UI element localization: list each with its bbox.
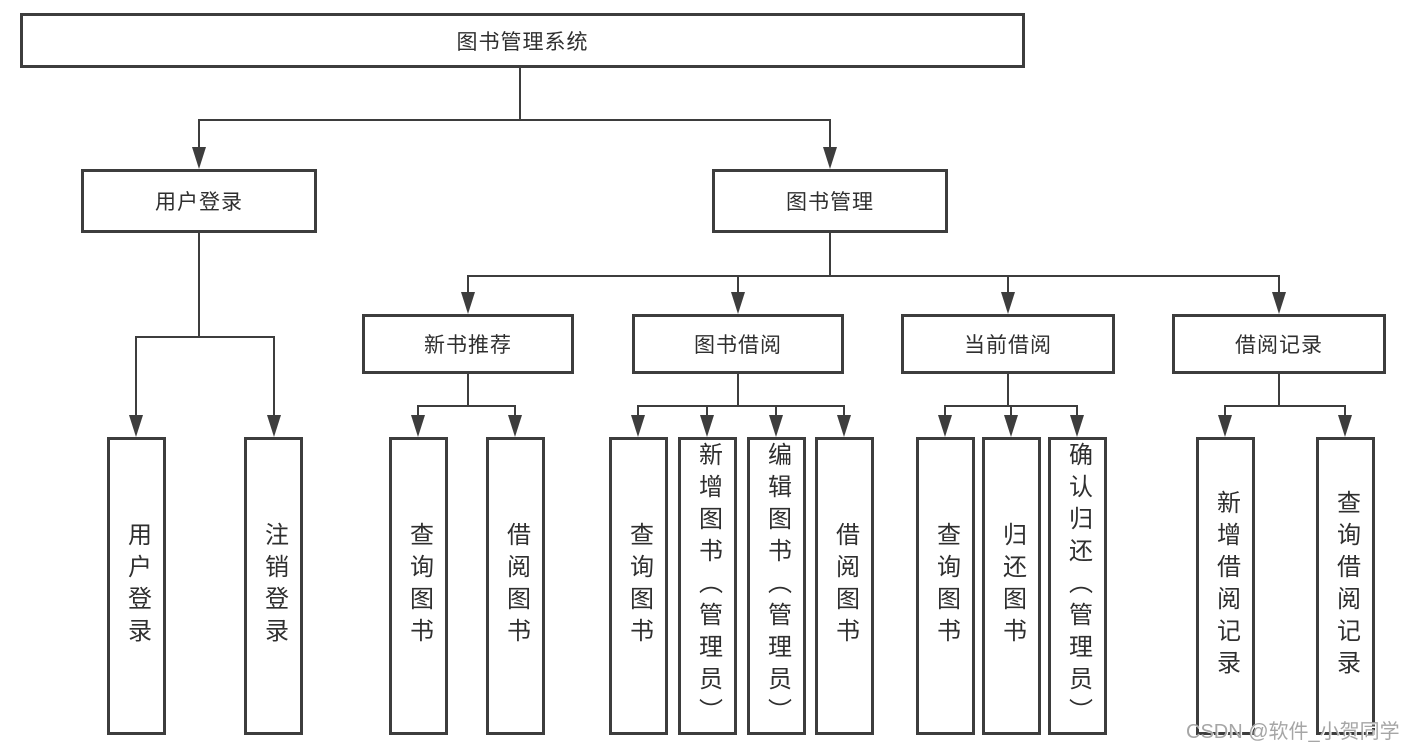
leaf-return-books: 归还图书 [982,437,1041,735]
leaf-label: 新增图书（管理员） [694,442,722,730]
leaf-label: 用户登录 [123,522,151,650]
connector-drop-line [706,405,708,417]
arrow-down-icon [1001,292,1015,314]
arrow-down-icon [461,292,475,314]
leaf-query-borrow-record: 查询借阅记录 [1316,437,1375,735]
connector-drop-line [1344,405,1346,417]
arrow-down-icon [1338,415,1352,437]
leaf-label: 归还图书 [998,522,1026,650]
arrow-down-icon [192,147,206,169]
arrow-down-icon [1070,415,1084,437]
connector-drop-line [737,275,739,293]
connector-user-login-branch [135,336,275,338]
connector-drop-line [1224,405,1226,417]
connector-new-book-branch [417,405,516,407]
leaf-label: 注销登录 [260,522,288,650]
leaf-query-books-current: 查询图书 [916,437,975,735]
connector-drop-line [467,275,469,293]
leaf-edit-books-admin: 编辑图书（管理员） [747,437,806,735]
leaf-label: 借阅图书 [502,522,530,650]
arrow-down-icon [1272,292,1286,314]
node-user-login: 用户登录 [81,169,317,233]
node-label: 新书推荐 [424,334,512,357]
arrow-down-icon [129,415,143,437]
node-label: 图书管理 [786,191,874,214]
connector-drop-line [273,336,275,416]
leaf-add-borrow-record: 新增借阅记录 [1196,437,1255,735]
node-label: 用户登录 [155,191,243,214]
node-label: 借阅记录 [1235,334,1323,357]
connector-drop-line [944,405,946,417]
connector-drop-line [417,405,419,417]
connector-drop-line [135,336,137,416]
arrow-down-icon [508,415,522,437]
arrow-down-icon [1004,415,1018,437]
connector-book-borrow-stem [737,374,739,406]
connector-book-mgmt-branch [467,275,1280,277]
connector-drop-line [198,119,200,149]
arrow-down-icon [837,415,851,437]
leaf-confirm-return-admin: 确认归还（管理员） [1048,437,1107,735]
leaf-query-books-borrow: 查询图书 [609,437,668,735]
connector-drop-line [775,405,777,417]
leaf-borrow-books-recommend: 借阅图书 [486,437,545,735]
arrow-down-icon [411,415,425,437]
connector-current-borrow-stem [1007,374,1009,406]
leaf-label: 新增借阅记录 [1212,490,1240,682]
connector-book-mgmt-stem [829,233,831,276]
node-new-book-recommend: 新书推荐 [362,314,574,374]
leaf-user-login: 用户登录 [107,437,166,735]
node-borrow-record: 借阅记录 [1172,314,1386,374]
connector-drop-line [1278,275,1280,293]
leaf-label: 确认归还（管理员） [1064,442,1092,730]
connector-new-book-stem [467,374,469,406]
connector-drop-line [1010,405,1012,417]
arrow-down-icon [769,415,783,437]
connector-root-stem [519,68,521,120]
arrow-down-icon [631,415,645,437]
connector-borrow-record-stem [1278,374,1280,406]
node-library-management-system: 图书管理系统 [20,13,1025,68]
node-label: 图书管理系统 [456,30,589,54]
leaf-label: 借阅图书 [831,522,859,650]
node-book-borrow: 图书借阅 [632,314,844,374]
leaf-borrow-books: 借阅图书 [815,437,874,735]
arrow-down-icon [700,415,714,437]
connector-drop-line [829,119,831,149]
arrow-down-icon [1218,415,1232,437]
connector-user-login-stem [198,233,200,337]
leaf-label: 编辑图书（管理员） [763,442,791,730]
csdn-watermark: CSDN @软件_小贺同学 [1186,721,1400,743]
leaf-add-books-admin: 新增图书（管理员） [678,437,737,735]
leaf-label: 查询借阅记录 [1332,490,1360,682]
node-label: 当前借阅 [964,334,1052,357]
leaf-query-books-recommend: 查询图书 [389,437,448,735]
connector-drop-line [1076,405,1078,417]
connector-book-borrow-branch [637,405,845,407]
leaf-logout: 注销登录 [244,437,303,735]
leaf-label: 查询图书 [625,522,653,650]
leaf-label: 查询图书 [932,522,960,650]
connector-drop-line [514,405,516,417]
arrow-down-icon [731,292,745,314]
arrow-down-icon [938,415,952,437]
node-label: 图书借阅 [694,334,782,357]
node-book-management: 图书管理 [712,169,948,233]
connector-root-branch [198,119,831,121]
leaf-label: 查询图书 [405,522,433,650]
node-current-borrow: 当前借阅 [901,314,1115,374]
arrow-down-icon [823,147,837,169]
arrow-down-icon [267,415,281,437]
connector-drop-line [1007,275,1009,293]
connector-borrow-record-branch [1224,405,1346,407]
connector-drop-line [637,405,639,417]
connector-drop-line [843,405,845,417]
